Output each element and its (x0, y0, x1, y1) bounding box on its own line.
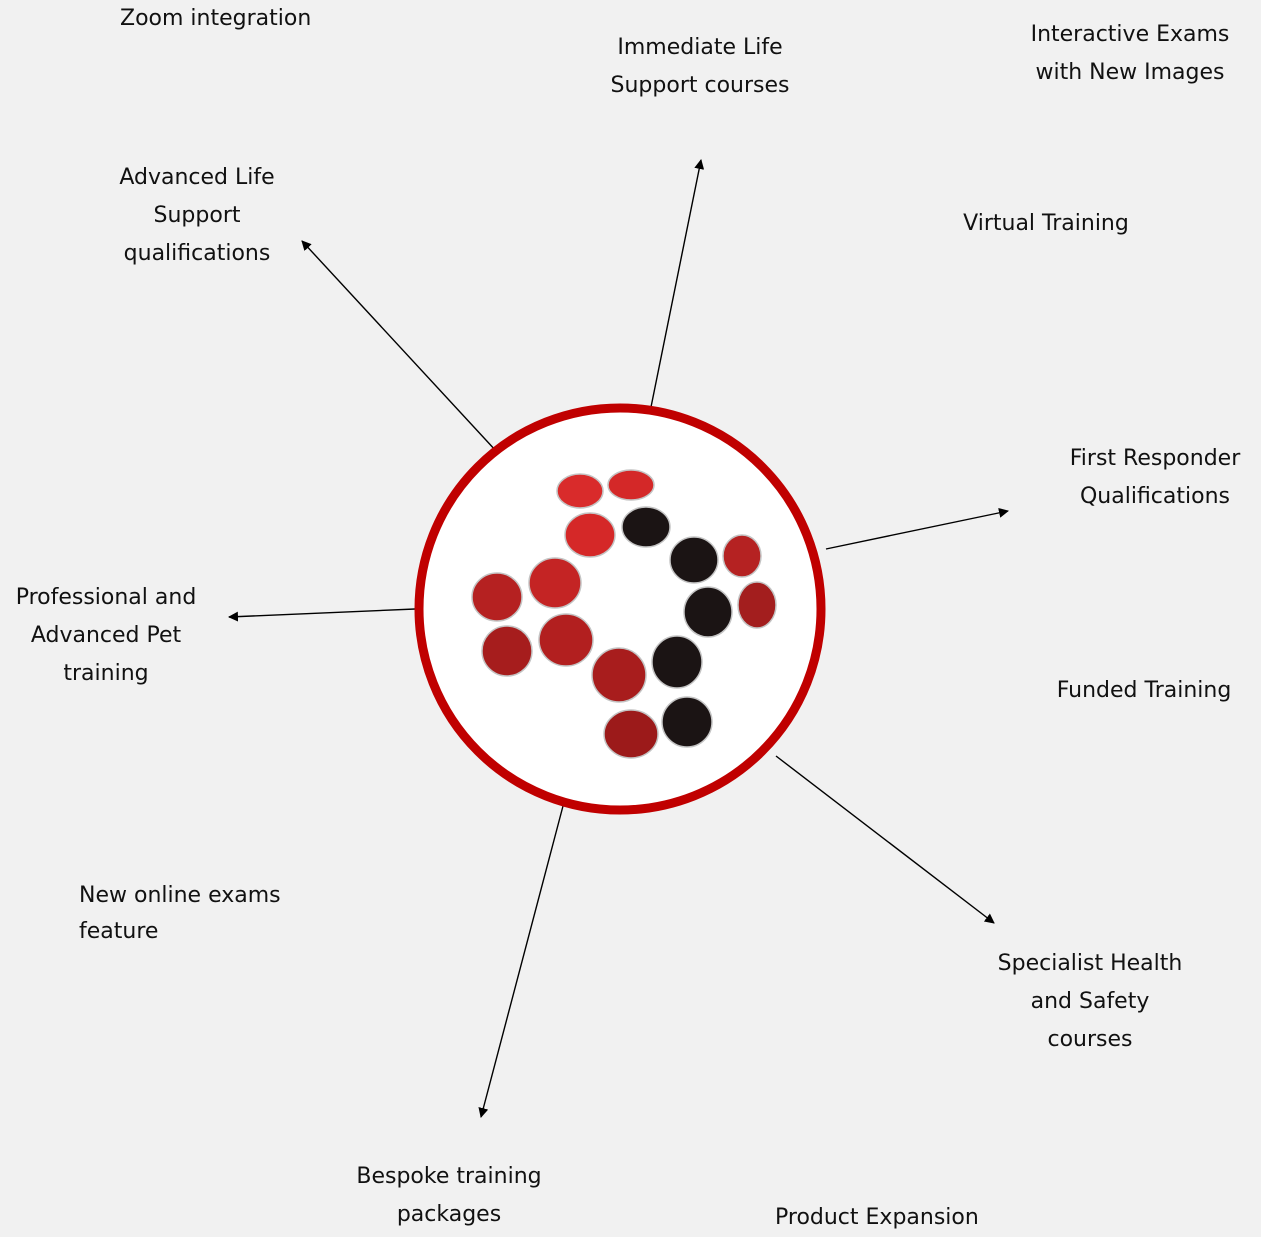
logo-dot (651, 635, 703, 689)
logo-dot (661, 696, 713, 748)
logo-dot (737, 581, 777, 629)
dots-logo-icon (471, 469, 777, 759)
logo-dot (607, 469, 655, 501)
label-bespoke-training: Bespoke training packages (356, 1164, 542, 1227)
label-zoom-integration: Zoom integration (120, 6, 312, 31)
label-interactive-exams: Interactive Exams with New Images (1030, 22, 1230, 85)
label-professional-pet: Professional and Advanced Pet training (15, 585, 197, 686)
logo-dot (591, 647, 647, 703)
label-specialist-health-safety: Specialist Health and Safety courses (997, 951, 1183, 1052)
label-funded-training: Funded Training (1056, 678, 1232, 703)
arrow-immediate-life-support (649, 159, 705, 413)
label-advanced-life-support: Advanced Life Support qualifications (119, 165, 275, 266)
logo-dot (556, 473, 604, 509)
hub-circle (414, 403, 826, 815)
logo-dot (471, 572, 523, 622)
arrow-professional-pet (228, 608, 416, 622)
arrow-advanced-life-support (301, 240, 498, 453)
label-product-expansion: Product Expansion (775, 1205, 979, 1230)
logo-dot (722, 534, 762, 578)
label-new-online-exams: New online exams feature (79, 883, 281, 944)
logo-dot (621, 506, 671, 548)
arrow-bespoke-training (478, 805, 564, 1118)
arrow-first-responder (825, 507, 1009, 550)
logo-dot (538, 613, 594, 667)
label-immediate-life-support: Immediate Life Support courses (610, 35, 790, 98)
logo-dot (528, 557, 582, 609)
arrow-specialist-health-safety (775, 755, 995, 924)
logo-dot (603, 709, 659, 759)
logo-dot (669, 536, 719, 584)
label-first-responder: First Responder Qualifications (1069, 446, 1241, 509)
logo-dot (564, 512, 616, 558)
logo-dot (683, 586, 733, 638)
logo-dot (481, 625, 533, 677)
label-virtual-training: Virtual Training (963, 211, 1129, 236)
